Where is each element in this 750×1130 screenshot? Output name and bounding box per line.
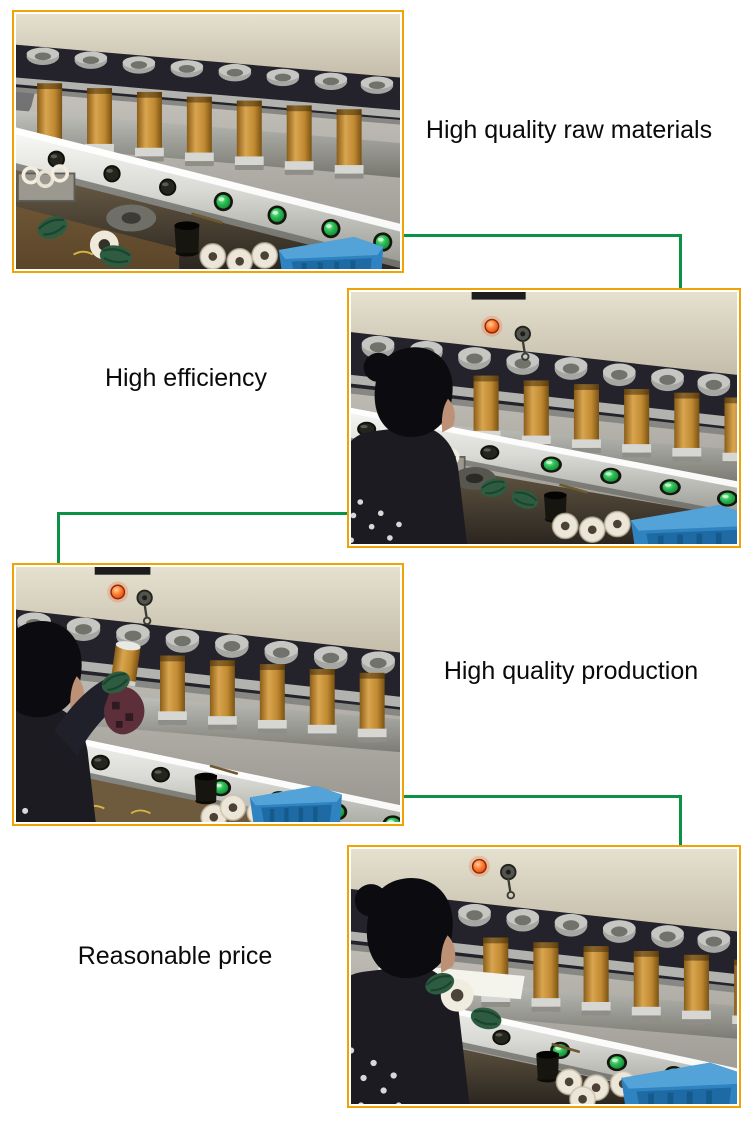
connector-1-vertical <box>679 234 682 290</box>
feature-caption-2: High efficiency <box>104 364 268 392</box>
connector-3-horizontal <box>404 795 682 798</box>
red-indicator-light <box>480 315 504 338</box>
feature-photo-frame-3 <box>12 563 404 826</box>
photo-worker-inspecting-product <box>351 849 737 1104</box>
machine-body <box>16 567 400 822</box>
worker-hands <box>33 211 135 269</box>
red-indicator-light <box>106 580 130 604</box>
feature-caption-1: High quality raw materials <box>425 116 713 144</box>
connector-2-vertical <box>57 512 60 565</box>
connector-2-horizontal <box>57 512 347 515</box>
photo-press-machine-closeup <box>16 14 400 269</box>
feature-photo-frame-2 <box>347 288 741 548</box>
connector-1-horizontal <box>404 234 682 237</box>
photo-worker-loading-cylinder <box>16 567 400 822</box>
connector-3-vertical <box>679 795 682 847</box>
machine-body <box>351 292 737 520</box>
red-indicator-light <box>468 855 491 878</box>
parts-tray <box>16 164 77 203</box>
feature-photo-frame-1 <box>12 10 404 273</box>
feature-photo-frame-4 <box>347 845 741 1108</box>
photo-worker-operating-machine <box>351 292 737 544</box>
feature-caption-3: High quality production <box>443 657 699 685</box>
feature-caption-4: Reasonable price <box>77 942 273 970</box>
